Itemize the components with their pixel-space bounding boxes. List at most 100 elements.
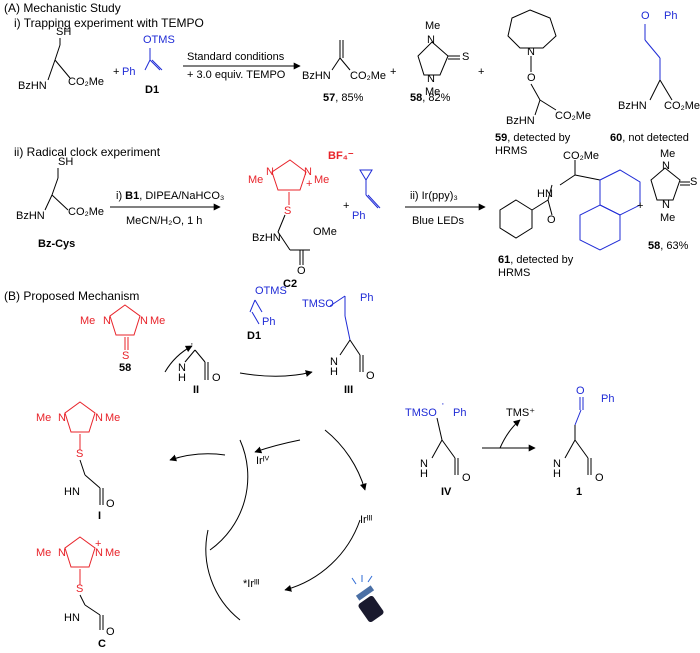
- plus-sign-2: +: [390, 66, 397, 78]
- b58-n-right: N: [140, 315, 148, 327]
- prod1-h: H: [553, 468, 561, 480]
- c2-bzhn: BzHN: [252, 232, 281, 244]
- c-n-left: N: [58, 547, 66, 559]
- c-hn: HN: [64, 612, 80, 624]
- iii-o: O: [366, 370, 375, 382]
- label-bzhn: BzHN: [18, 80, 47, 92]
- product-1-structure: [564, 397, 592, 475]
- conditions-bottom: + 3.0 equiv. TEMPO: [187, 69, 286, 81]
- plus-sign-ii-2: +: [637, 200, 644, 212]
- ii-n: N: [178, 362, 186, 374]
- plus-sign: +: [113, 66, 120, 78]
- prod1-n: N: [553, 458, 561, 470]
- i-hn: HN: [64, 486, 80, 498]
- p58ii-n-bot: N: [662, 199, 670, 211]
- p60-o: O: [641, 10, 650, 22]
- cycle-arrow-ir-iv-reduce: [254, 439, 301, 454]
- c-s: S: [76, 583, 84, 595]
- p60-caption: 60, not detected: [610, 132, 689, 144]
- p61-ester: CO₂Me: [563, 150, 600, 162]
- blue-led-icon: [351, 575, 384, 622]
- b-d1-label: D1: [247, 330, 262, 342]
- iv-ph: Ph: [453, 407, 467, 419]
- compound-60-structure: [644, 24, 673, 101]
- p57-bzhn: BzHN: [302, 70, 331, 82]
- p59-o: O: [527, 72, 536, 84]
- iii-n: N: [330, 356, 338, 368]
- iv-o: O: [462, 472, 471, 484]
- ir-iv-label: Irᴵⱽ: [256, 455, 270, 467]
- p61-caption: 61, detected by: [498, 254, 574, 266]
- c-label: C: [98, 638, 106, 650]
- c2-n-right: N: [304, 166, 312, 178]
- bzcys-ii-label: Bz-Cys: [38, 238, 76, 250]
- c2-label: C2: [283, 278, 298, 290]
- compound-61-structure: [499, 160, 641, 251]
- b58-n-left: N: [103, 315, 111, 327]
- prod1-o2: O: [595, 472, 604, 484]
- imid58-b-structure: [109, 304, 141, 350]
- bzcys-ii-ester: CO₂Me: [68, 206, 105, 218]
- p60-bzhn: BzHN: [618, 100, 647, 112]
- p60-ph: Ph: [664, 10, 678, 22]
- arrow-release-tms: [499, 419, 521, 449]
- p61-caption-hrms: HRMS: [498, 267, 531, 279]
- cycle-arrow-iriii-to-excited: [284, 519, 361, 592]
- int-iii-structure: [329, 295, 364, 372]
- prod1-label: 1: [576, 486, 583, 498]
- iv-h: H: [420, 468, 428, 480]
- b58-me-right: Me: [150, 315, 166, 327]
- p58ii-s: S: [690, 176, 698, 188]
- arrow-ii-to-iii: [239, 370, 313, 377]
- ir-iii-label: Irᴵᴵᴵ: [360, 514, 373, 526]
- p59-ester: CO₂Me: [555, 110, 592, 122]
- bzcys-ii-sh: SH: [58, 156, 74, 168]
- step2-conditions-bottom: Blue LEDs: [412, 215, 464, 227]
- int-iv-structure: [431, 417, 459, 475]
- p58ii-n-top: N: [662, 160, 670, 172]
- p59-bzhn: BzHN: [506, 115, 535, 127]
- label-ester: CO₂Me: [68, 76, 105, 88]
- tms-plus: TMS⁺: [506, 407, 536, 419]
- b-d1-otms: OTMS: [255, 285, 287, 297]
- p60-ester: CO₂Me: [664, 100, 700, 112]
- part-ii-title: ii) Radical clock experiment: [14, 145, 161, 159]
- compound-c2-structure: [271, 159, 310, 265]
- bz-cys-structure: [47, 38, 71, 81]
- label-sh: SH: [56, 26, 72, 38]
- cycle-arrow-ir-iv-down: [209, 439, 249, 551]
- c2-plus: +: [306, 178, 313, 190]
- b-d1-ph: Ph: [262, 316, 276, 328]
- ii-dot: ·: [190, 338, 194, 350]
- bz-cys-ii-structure: [44, 168, 69, 211]
- prod1-o: O: [576, 385, 585, 397]
- p58-me-top: Me: [425, 20, 441, 32]
- prod1-ph: Ph: [601, 393, 615, 405]
- b58-me-left: Me: [80, 315, 96, 327]
- iv-label: IV: [441, 486, 452, 498]
- iii-h: H: [330, 366, 338, 378]
- radical-ii-structure: [184, 349, 209, 380]
- i-o: O: [106, 498, 115, 510]
- c-me-right: Me: [105, 547, 121, 559]
- bzcys-ii-bzhn: BzHN: [16, 210, 45, 222]
- c-n-right: N: [95, 547, 103, 559]
- p58-caption: 58, 82%: [410, 92, 451, 104]
- ii-label: II: [193, 384, 200, 396]
- d1-otms: OTMS: [143, 34, 175, 46]
- int-i-structure: [64, 401, 104, 505]
- iv-n: N: [420, 458, 428, 470]
- p59-n: N: [527, 46, 535, 58]
- c2-me-right: Me: [314, 174, 330, 186]
- i-me-right: Me: [105, 412, 121, 424]
- int-c-structure: [64, 536, 104, 630]
- iv-dot: ·: [441, 398, 445, 410]
- c-o: O: [106, 626, 115, 638]
- c2-n-left: N: [266, 166, 274, 178]
- compound-58-structure: [417, 41, 460, 76]
- b58-s: S: [122, 350, 130, 362]
- d1-structure: [144, 48, 163, 71]
- iv-tmso: TMSO: [405, 407, 437, 419]
- part-i-title: i) Trapping experiment with TEMPO: [14, 16, 204, 30]
